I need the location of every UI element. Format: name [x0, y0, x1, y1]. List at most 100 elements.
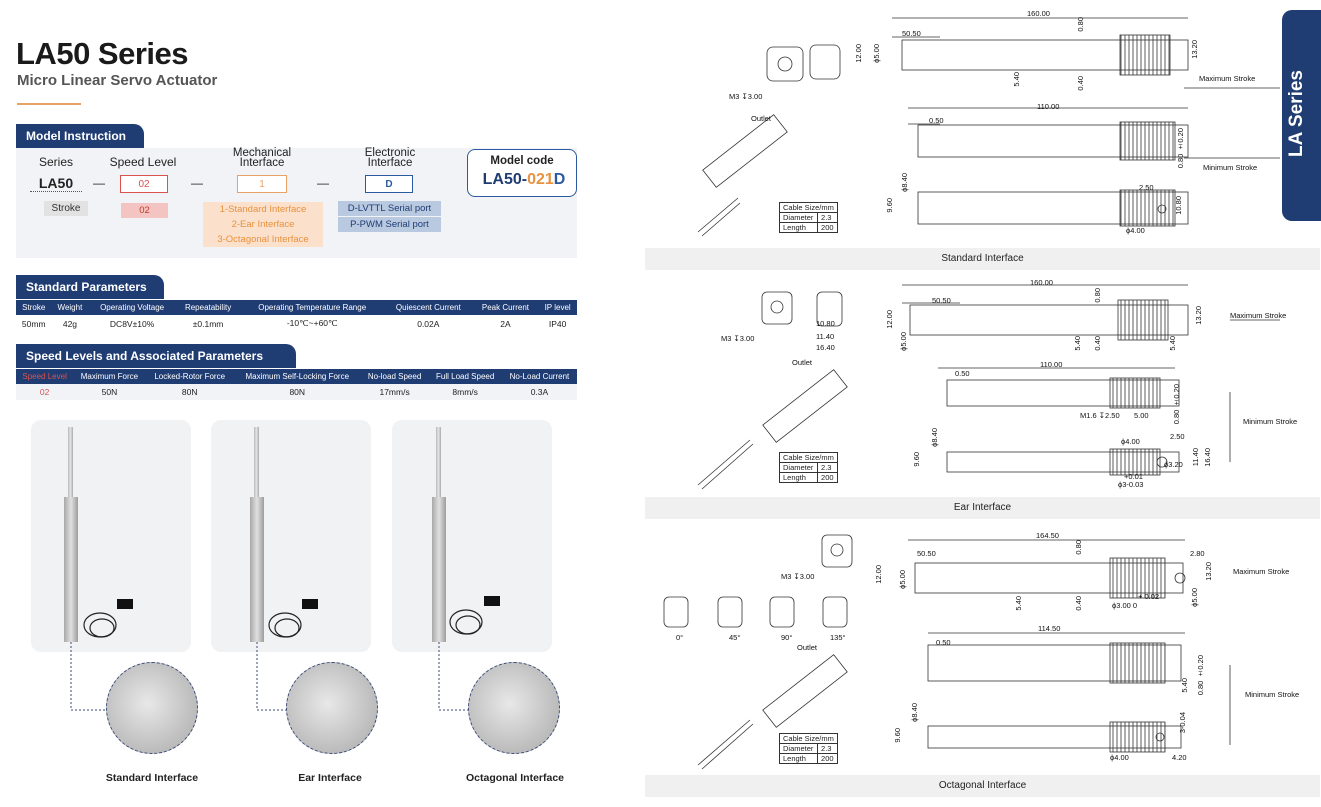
cable-cell: 2.3 — [817, 212, 838, 223]
model-instruction-heading: Model Instruction — [16, 124, 144, 148]
angle-label: 90° — [781, 633, 793, 642]
maximum-stroke-label: Maximum Stroke — [1230, 311, 1287, 320]
outlet-label: Outlet — [751, 114, 772, 123]
dim-label: 9.60 — [912, 452, 921, 467]
outlet-label: Outlet — [792, 358, 813, 367]
cable-header: Cable Size/mm — [779, 733, 838, 744]
cable-cell: 2.3 — [817, 462, 838, 473]
sl-header: Full Load Speed — [428, 369, 502, 384]
sp-cell: 50mm — [21, 318, 46, 329]
actuator-rod — [436, 427, 441, 497]
dim-label: 2.80 — [1190, 549, 1205, 558]
maximum-stroke-label: Maximum Stroke — [1199, 74, 1256, 83]
sp-cell: DC8V±10% — [109, 318, 155, 329]
sp-cell: -10℃~+60℃ — [286, 318, 338, 328]
sl-header: Maximum Self-Locking Force — [233, 369, 361, 384]
standard-parameters-heading: Standard Parameters — [16, 275, 164, 299]
sl-cell: 80N — [181, 387, 198, 397]
side-tab — [1282, 10, 1321, 221]
sl-header: Speed Level — [16, 369, 74, 384]
octagonal-interface-closeup — [468, 662, 560, 754]
dim-label: 160.00 — [1027, 9, 1050, 18]
dim-label: 0.80 ±0.20 — [1172, 384, 1181, 425]
dim-label: 10.80 — [816, 319, 835, 328]
stroke-label: Stroke — [44, 201, 88, 216]
thread-label: M1.6 ↧2.50 — [1080, 411, 1120, 420]
actuator-body — [64, 497, 78, 642]
actuator-body — [432, 497, 446, 642]
dim-label: 5.40 — [1168, 336, 1177, 351]
sl-header: Locked-Rotor Force — [145, 369, 234, 384]
sp-header: Quiescent Current — [384, 300, 473, 315]
dim-label: 12.00 — [854, 44, 863, 63]
minimum-stroke-label: Minimum Stroke — [1243, 417, 1298, 426]
dim-label: ϕ4.00 — [1121, 437, 1140, 446]
mech-option-1: 1-Standard Interface — [203, 202, 323, 217]
actuator-rod — [254, 427, 259, 497]
dim-label: 16.40 — [816, 343, 835, 352]
dim-label: ϕ3.00 0 — [1112, 601, 1138, 610]
minimum-stroke-label: Minimum Stroke — [1245, 690, 1300, 699]
dim-label: 160.00 — [1030, 278, 1053, 287]
dim-label: 114.50 — [1038, 624, 1061, 633]
model-code-letter: D — [553, 171, 566, 188]
dim-label: 13.20 — [1194, 306, 1203, 325]
dim-label: 0.50 — [929, 116, 944, 125]
dim-label: ϕ5.00 — [898, 570, 907, 589]
speed-levels-heading: Speed Levels and Associated Parameters — [16, 344, 296, 368]
cable-cell: 200 — [817, 472, 838, 483]
stroke-value: 02 — [121, 203, 168, 218]
electronic-interface-label: Electronic Interface — [364, 147, 416, 169]
dim-label: 0.80 — [1076, 17, 1085, 32]
page-title: LA50 Series — [16, 36, 189, 71]
dim-label: ϕ8.40 — [930, 428, 939, 447]
dim-label: 12.00 — [885, 310, 894, 329]
dim-label: 10.80 — [1174, 196, 1183, 215]
model-code-value: LA50-021D — [474, 171, 574, 189]
cable-cell: Diameter — [778, 212, 819, 223]
dim-label: 5.00 — [1134, 411, 1149, 420]
dim-label: 110.00 — [1040, 360, 1063, 369]
dim-label: ϕ5.00 — [899, 332, 908, 351]
cable-cell: 200 — [817, 222, 838, 233]
sl-header: No-Load Current — [501, 369, 577, 384]
dim-label: 0.80 ±0.20 — [1176, 128, 1185, 169]
product-card-octagonal — [392, 420, 552, 652]
model-code-label: Model code — [490, 155, 554, 167]
sl-header: No-load Speed — [360, 369, 429, 384]
electronic-interface-box: D — [365, 175, 413, 193]
dim-label: ϕ4.00 — [1110, 753, 1129, 762]
model-code-digits: 021 — [527, 171, 554, 188]
cable-cell: 2.3 — [817, 743, 838, 754]
technical-drawings — [663, 17, 1280, 770]
dim-label: ϕ3.20 — [1164, 460, 1183, 469]
dim-label: 0.50 — [955, 369, 970, 378]
model-code-box — [467, 149, 577, 197]
dim-label: 3-0.04 — [1178, 712, 1187, 734]
side-tab-label: LA Series — [1286, 70, 1307, 157]
dim-label: 5.40 — [1014, 596, 1023, 611]
dim-label: + 0.02 — [1138, 592, 1160, 601]
page-subtitle: Micro Linear Servo Actuator — [17, 72, 218, 89]
sl-cell: 50N — [101, 387, 118, 397]
dim-label: 13.20 — [1204, 562, 1213, 581]
dim-label: 2.50 — [1170, 432, 1185, 441]
caption-ear: Ear Interface — [298, 772, 362, 784]
sp-header: Operating Temperature Range — [240, 300, 385, 315]
dim-label: 50.50 — [917, 549, 936, 558]
sl-cell: 8mm/s — [452, 387, 478, 397]
cable-cell: Diameter — [778, 743, 819, 754]
ear-interface-closeup — [286, 662, 378, 754]
dim-label: 12.00 — [874, 565, 883, 584]
mech-option-2: 2-Ear Interface — [203, 217, 323, 232]
dim-label: 50.50 — [932, 296, 951, 305]
sp-header: Repeatability — [175, 300, 241, 315]
sp-header: Operating Voltage — [88, 300, 176, 315]
product-cables-and-leaders — [70, 596, 500, 711]
sl-cell: 02 — [39, 387, 50, 397]
dim-label: 11.40 — [816, 332, 835, 341]
minimum-stroke-label: Minimum Stroke — [1203, 163, 1258, 172]
elec-option-2: P-PWM Serial port — [338, 217, 441, 232]
dim-label: 0.40 — [1093, 336, 1102, 351]
